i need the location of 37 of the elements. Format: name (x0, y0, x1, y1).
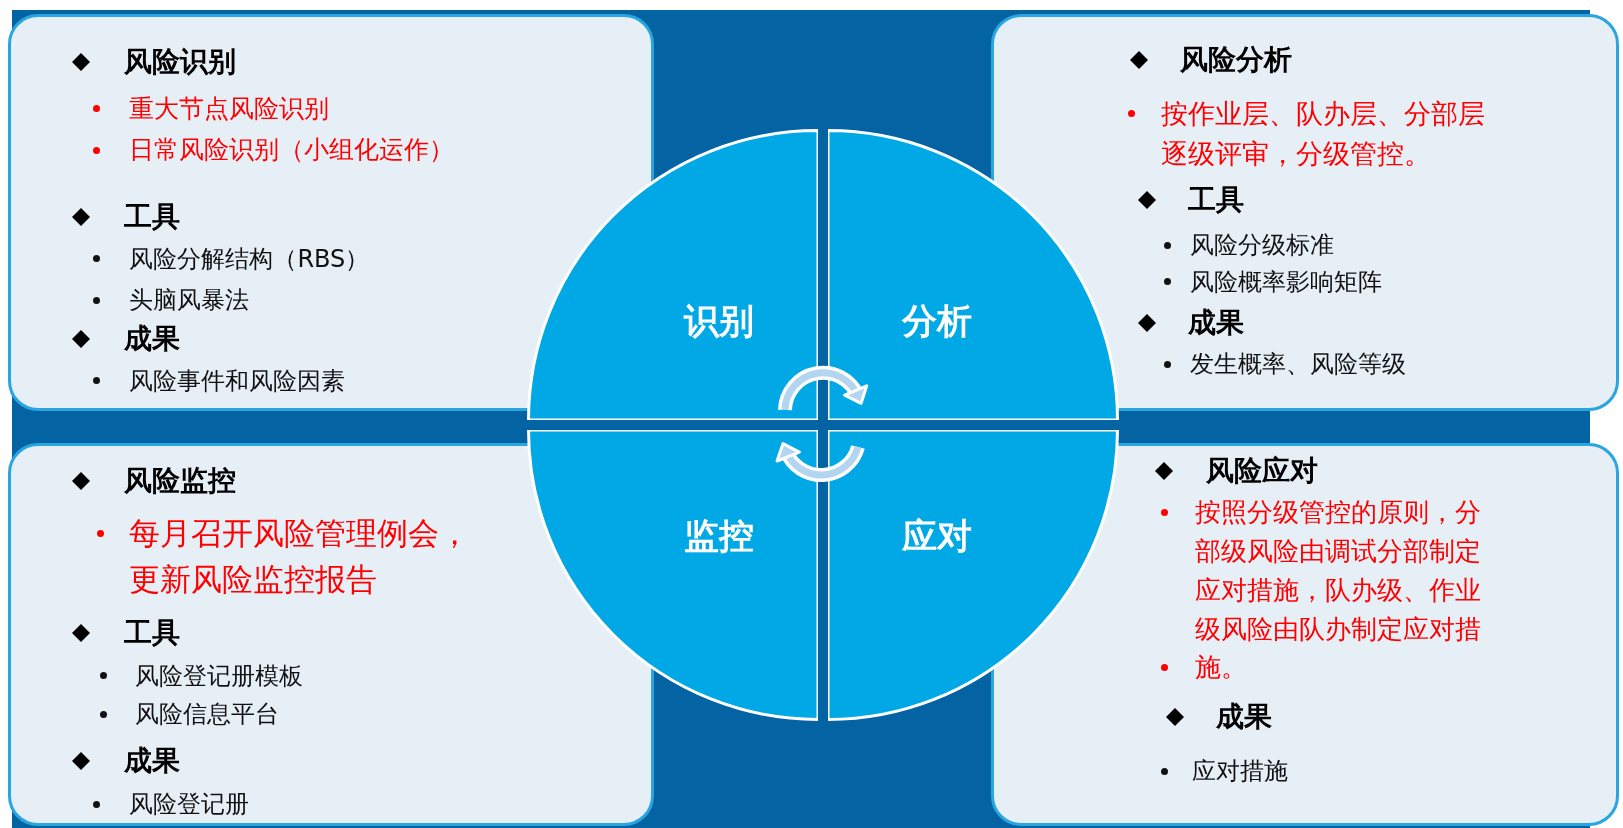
section-heading: 工具 (124, 199, 181, 236)
list-item: 风险登记册 (129, 789, 250, 821)
highlight-item: 重大节点风险识别 (129, 92, 330, 125)
quadrant-label: 分析 (901, 299, 972, 343)
quadrant-label: 监控 (684, 514, 755, 558)
list-item: 风险事件和风险因素 (129, 365, 346, 397)
highlight-item: 按照分级管控的原则，分部级风险由调试分部制定应对措施，队办级、作业级风险由队办制定应对措 (1195, 495, 1483, 646)
highlight-item: 施。 (1195, 651, 1248, 685)
section-heading: 成果 (124, 321, 181, 358)
highlight-item: 按作业层、队办层、分部层逐级评审，分级管控。 (1161, 96, 1487, 172)
info-card (991, 443, 1619, 826)
highlight-item: 日常风险识别（小组化运作） (129, 134, 455, 167)
section-heading: 工具 (124, 615, 181, 652)
cycle-arrow (775, 442, 865, 482)
info-card (8, 443, 654, 826)
list-item: 风险信息平台 (134, 699, 279, 731)
list-item: 头脑风暴法 (129, 285, 250, 317)
list-item: 风险登记册模板 (134, 660, 303, 692)
info-card (8, 14, 654, 411)
section-heading: 风险识别 (124, 44, 237, 81)
section-heading: 成果 (124, 742, 181, 779)
section-heading: 成果 (1216, 699, 1273, 736)
cycle-arrow (778, 365, 869, 411)
section-heading: 成果 (1188, 304, 1245, 341)
list-item: 风险概率影响矩阵 (1190, 266, 1383, 298)
highlight-item: 每月召开风险管理例会，更新风险监控报告 (129, 513, 472, 600)
info-card (991, 14, 1619, 411)
quadrant-label: 应对 (901, 514, 972, 558)
list-item: 风险分级标准 (1190, 230, 1335, 262)
section-heading: 风险应对 (1205, 452, 1318, 489)
section-heading: 风险监控 (124, 463, 237, 500)
list-item: 风险分解结构（RBS） (129, 243, 370, 275)
section-heading: 工具 (1188, 181, 1245, 218)
list-item: 应对措施 (1192, 756, 1289, 788)
list-item: 发生概率、风险等级 (1190, 349, 1407, 381)
quadrant-label: 识别 (684, 299, 755, 343)
section-heading: 风险分析 (1179, 42, 1292, 78)
